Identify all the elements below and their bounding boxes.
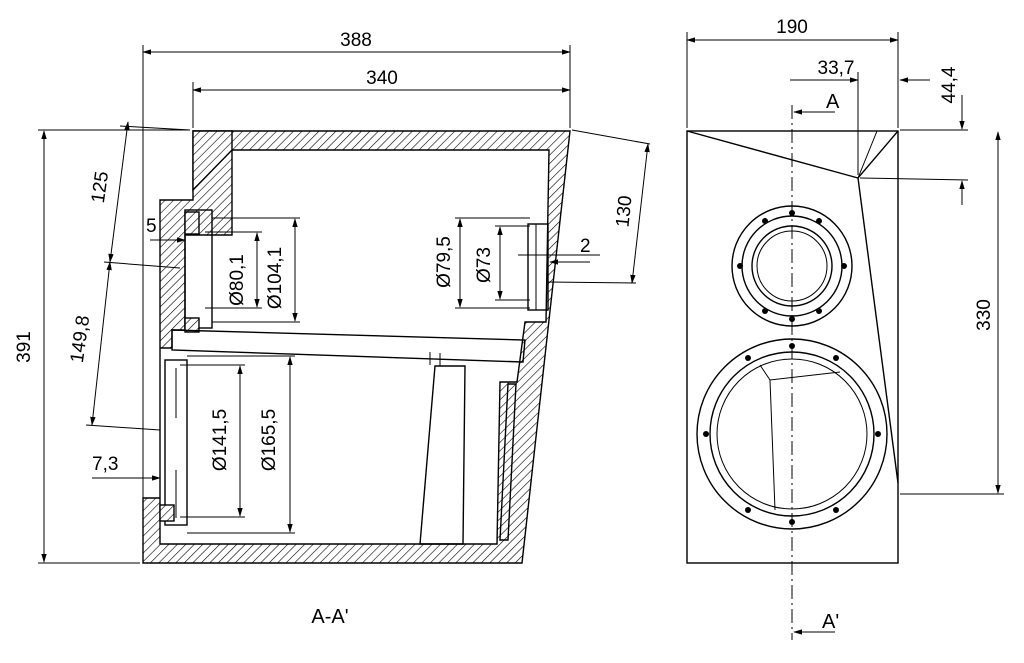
dim-d141: Ø141,5 — [210, 409, 231, 471]
dim-7-3: 7,3 — [92, 454, 118, 475]
dim-190: 190 — [776, 17, 808, 38]
dim-149-8: 149,8 — [67, 314, 94, 364]
dim-391: 391 — [14, 331, 35, 363]
section-mark-a-prime: A' — [822, 611, 839, 633]
woofer-screws — [703, 343, 881, 525]
inner-brace — [419, 365, 466, 545]
woofer-mount — [159, 504, 175, 522]
section-label: A-A' — [311, 606, 348, 628]
dim-33-7: 33,7 — [818, 58, 855, 79]
right-brace-hatch — [499, 383, 517, 541]
dim-d80: Ø80,1 — [227, 254, 248, 306]
dim-d104: Ø104,1 — [265, 247, 286, 309]
tweeter-screws — [737, 210, 847, 322]
section-mark-a: A — [826, 91, 840, 113]
dim-125: 125 — [88, 170, 113, 204]
dim-d73: Ø73 — [474, 247, 495, 283]
top-left-brace — [192, 130, 233, 192]
port-tube — [527, 223, 549, 311]
dim-2: 2 — [580, 236, 591, 257]
dim-130: 130 — [612, 195, 636, 229]
dim-44-4: 44,4 — [939, 66, 960, 103]
woofer-brace — [759, 364, 841, 511]
middle-shelf — [171, 329, 526, 363]
dim-330: 330 — [974, 299, 995, 331]
tweeter-mount-top — [184, 211, 200, 235]
dim-d165: Ø165,5 — [259, 409, 280, 471]
front-view: A A' 190 33,7 44,4 330 — [686, 17, 1004, 640]
tweeter-mount-bottom — [184, 317, 200, 333]
section-view: 388 340 391 125 149,8 5 7,3 Ø80,1 — [14, 30, 651, 628]
dim-5: 5 — [146, 216, 157, 237]
dim-d79: Ø79,5 — [434, 236, 455, 288]
dim-340: 340 — [366, 68, 398, 89]
dim-388: 388 — [340, 30, 372, 51]
